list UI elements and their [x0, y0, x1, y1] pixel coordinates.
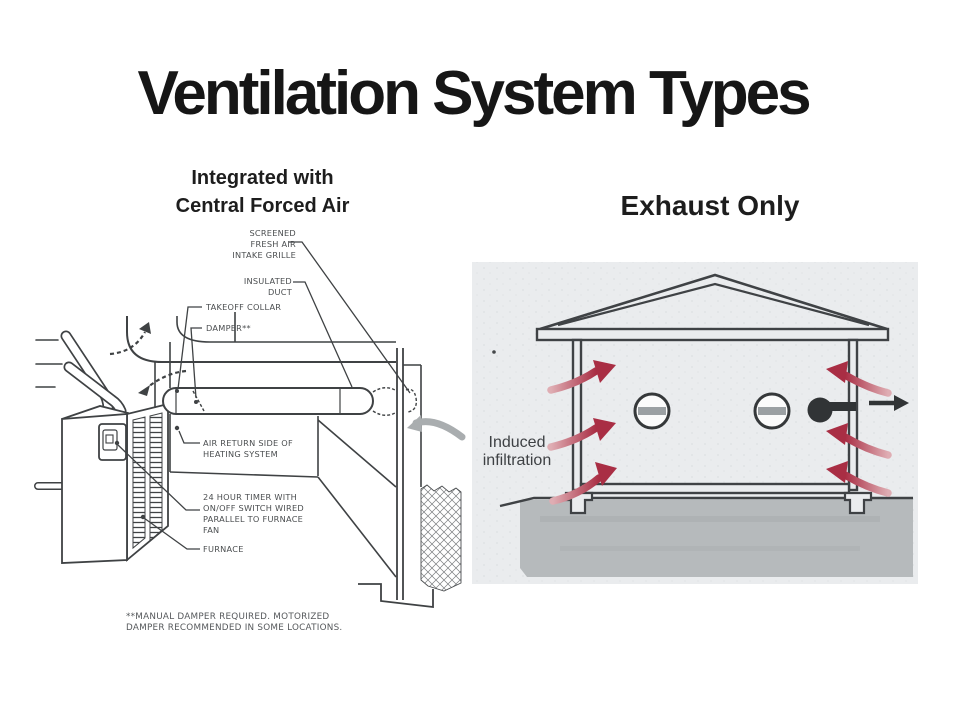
- intake-grille: [405, 388, 418, 413]
- svg-text:DAMPER RECOMMENDED IN SOME LOC: DAMPER RECOMMENDED IN SOME LOCATIONS.: [126, 623, 342, 633]
- induced-infiltration-label: Induced infiltration: [483, 434, 551, 469]
- label-insulated-duct: INSULATED: [244, 276, 292, 286]
- svg-text:ON/OFF SWITCH WIRED: ON/OFF SWITCH WIRED: [203, 503, 304, 513]
- svg-text:INTAKE GRILLE: INTAKE GRILLE: [232, 250, 296, 260]
- furnace-cabinet: [61, 402, 169, 564]
- label-damper: DAMPER**: [206, 323, 251, 333]
- infiltration-arrows: [547, 360, 892, 505]
- floor: [579, 482, 851, 495]
- fresh-air-arrow: [412, 418, 466, 441]
- svg-text:**MANUAL DAMPER REQUIRED. MOT: **MANUAL DAMPER REQUIRED. MOTORIZED: [126, 612, 329, 622]
- svg-text:infiltration: infiltration: [483, 452, 551, 469]
- left-caption-line1: Integrated with: [191, 167, 334, 189]
- leader-lines: [117, 241, 411, 550]
- earth-hatch: [420, 484, 462, 592]
- left-figure-caption: Integrated with Central Forced Air: [140, 164, 385, 220]
- figure-footnote: **MANUAL DAMPER REQUIRED. MOTORIZED DAMP…: [126, 612, 342, 633]
- label-takeoff-collar: TAKEOFF COLLAR: [205, 302, 281, 312]
- label-timer: 24 HOUR TIMER WITH: [203, 492, 297, 502]
- insulated-duct: [162, 387, 398, 416]
- diagram-labels: SCREENED FRESH AIR INTAKE GRILLE INSULAT…: [203, 228, 304, 554]
- svg-text:Induced: Induced: [489, 434, 546, 451]
- roof: [539, 273, 888, 331]
- label-intake-grille: SCREENED: [249, 228, 296, 238]
- ground: [499, 496, 913, 577]
- airflow-arrows: [109, 322, 187, 396]
- label-furnace: FURNACE: [203, 544, 244, 554]
- return-plenum: [154, 342, 397, 578]
- eave: [535, 327, 890, 342]
- svg-text:FAN: FAN: [203, 525, 219, 535]
- exterior-wall: [358, 348, 466, 609]
- louver-vent: [132, 416, 146, 550]
- exhaust-arrow: [894, 395, 909, 411]
- exhaust-grilles: [633, 392, 791, 430]
- return-duct: [126, 312, 396, 363]
- louver-vent: [149, 412, 163, 543]
- footing: [358, 583, 434, 609]
- furnace-diagram: SCREENED FRESH AIR INTAKE GRILLE INSULAT…: [34, 228, 466, 633]
- label-air-return: AIR RETURN SIDE OF: [203, 438, 293, 448]
- right-pier: [843, 491, 873, 515]
- scan-speck: [492, 350, 496, 354]
- house-shell: [535, 273, 890, 515]
- exhaust-only-diagram: Induced infiltration: [472, 262, 918, 584]
- right-figure-caption: Exhaust Only: [620, 190, 800, 221]
- exhaust-fan: [807, 395, 909, 423]
- right-wall: [847, 338, 859, 492]
- slide-title: Ventilation System Types: [137, 59, 811, 128]
- svg-text:DUCT: DUCT: [268, 287, 293, 297]
- supply-pipes: [35, 330, 127, 424]
- left-wall: [571, 338, 583, 492]
- svg-text:PARALLEL TO FURNACE: PARALLEL TO FURNACE: [203, 514, 303, 524]
- left-caption-line2: Central Forced Air: [175, 195, 350, 217]
- svg-text:FRESH AIR: FRESH AIR: [251, 239, 297, 249]
- svg-text:HEATING SYSTEM: HEATING SYSTEM: [203, 449, 278, 459]
